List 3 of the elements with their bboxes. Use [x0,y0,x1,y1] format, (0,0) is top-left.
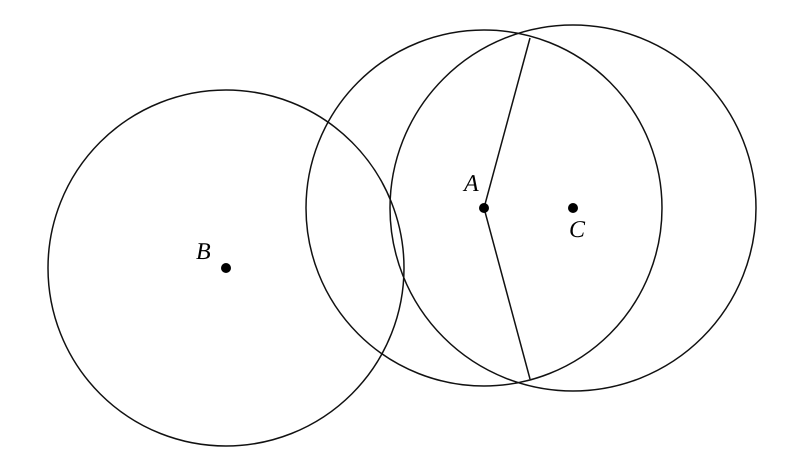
point-label: B [196,240,211,264]
point-label: C [569,218,586,242]
point-label: A [464,172,479,196]
